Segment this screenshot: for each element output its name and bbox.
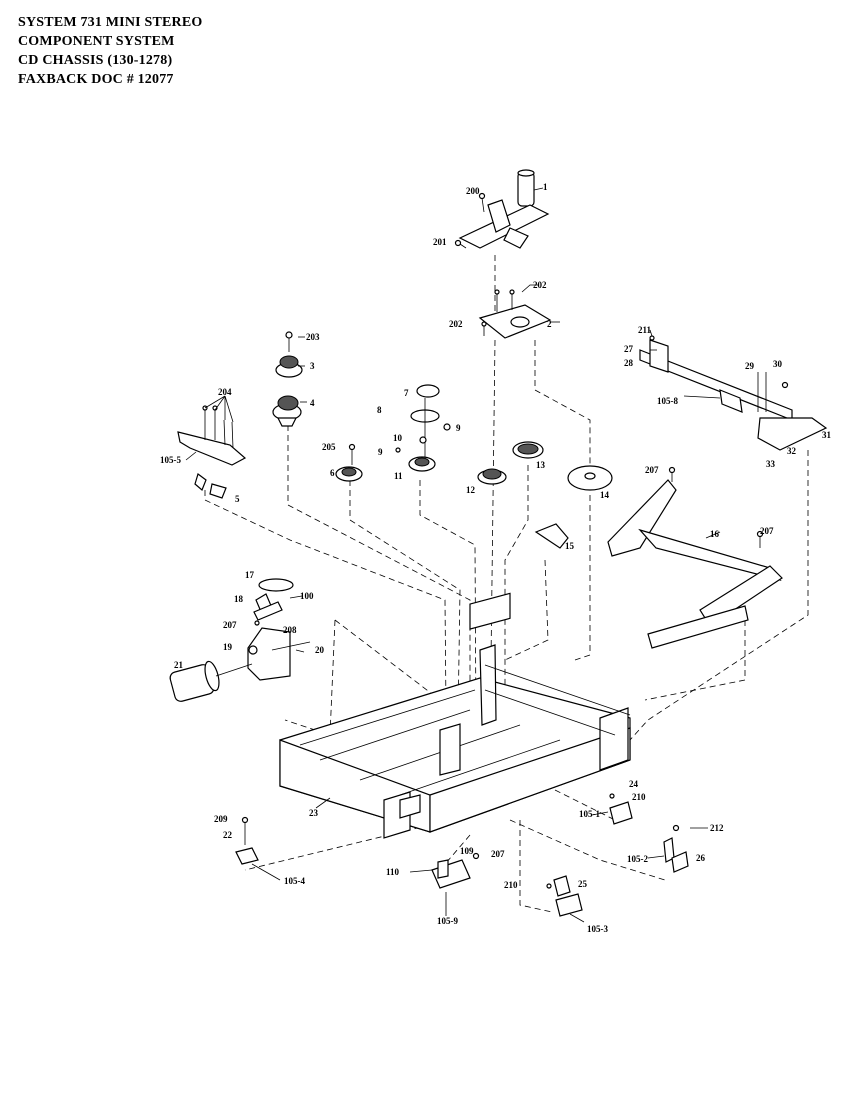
label-212: 212 bbox=[710, 823, 724, 833]
label-13: 13 bbox=[536, 460, 546, 470]
label-11: 11 bbox=[394, 471, 403, 481]
label-4: 4 bbox=[310, 398, 315, 408]
label-202-lower: 202 bbox=[449, 319, 463, 329]
label-23: 23 bbox=[309, 808, 319, 818]
label-30: 30 bbox=[773, 359, 783, 369]
label-7: 7 bbox=[404, 388, 409, 398]
label-18: 18 bbox=[234, 594, 244, 604]
label-202-upper: 202 bbox=[533, 280, 547, 290]
label-10: 10 bbox=[393, 433, 403, 443]
label-2: 2 bbox=[547, 319, 552, 329]
label-6: 6 bbox=[330, 468, 335, 478]
label-211: 211 bbox=[638, 325, 652, 335]
label-33: 33 bbox=[766, 459, 776, 469]
label-109: 109 bbox=[460, 846, 474, 856]
label-28: 28 bbox=[624, 358, 634, 368]
label-leaders bbox=[185, 284, 721, 923]
label-105-4: 105-4 bbox=[284, 876, 305, 886]
label-12: 12 bbox=[466, 485, 476, 495]
label-9-left: 9 bbox=[378, 447, 383, 457]
header-title-line-3: CD CHASSIS (130-1278) bbox=[18, 53, 173, 68]
part-105-5-bracket bbox=[177, 395, 247, 499]
sub-boards bbox=[235, 793, 689, 917]
right-slider-assembly bbox=[639, 335, 828, 451]
label-29: 29 bbox=[745, 361, 755, 371]
label-25: 25 bbox=[578, 879, 588, 889]
label-1: 1 bbox=[543, 182, 548, 192]
label-105-8: 105-8 bbox=[657, 396, 678, 406]
label-32: 32 bbox=[787, 446, 797, 456]
label-207-tray: 207 bbox=[645, 465, 659, 475]
header-title-line-4: FAXBACK DOC # 12077 bbox=[18, 72, 174, 87]
label-105-1: 105-1 bbox=[579, 809, 600, 819]
part-1-pickup-arm bbox=[454, 169, 550, 249]
label-207-motor: 207 bbox=[223, 620, 237, 630]
label-27: 27 bbox=[624, 344, 634, 354]
label-200: 200 bbox=[466, 186, 480, 196]
label-20: 20 bbox=[315, 645, 325, 655]
part-23-main-chassis bbox=[279, 592, 631, 839]
label-17: 17 bbox=[245, 570, 255, 580]
label-105-5: 105-5 bbox=[160, 455, 181, 465]
part-2-mount-plate bbox=[478, 289, 552, 339]
label-203: 203 bbox=[306, 332, 320, 342]
disc-gears-12-15 bbox=[477, 441, 613, 549]
label-100: 100 bbox=[300, 591, 314, 601]
label-22: 22 bbox=[223, 830, 233, 840]
label-21: 21 bbox=[174, 660, 184, 670]
label-8: 8 bbox=[377, 405, 382, 415]
header-title-line-1: SYSTEM 731 MINI STEREO bbox=[18, 15, 203, 30]
label-26: 26 bbox=[696, 853, 706, 863]
label-209: 209 bbox=[214, 814, 228, 824]
label-5: 5 bbox=[235, 494, 240, 504]
label-105-2: 105-2 bbox=[627, 854, 648, 864]
label-208: 208 bbox=[283, 625, 297, 635]
label-19: 19 bbox=[223, 642, 233, 652]
header-title-line-2: COMPONENT SYSTEM bbox=[18, 34, 175, 49]
label-207-bottom: 207 bbox=[491, 849, 505, 859]
label-14: 14 bbox=[600, 490, 610, 500]
label-207-tray-right: 207 bbox=[760, 526, 774, 536]
label-24: 24 bbox=[629, 779, 639, 789]
label-31: 31 bbox=[822, 430, 832, 440]
label-205: 205 bbox=[322, 442, 336, 452]
label-9-right: 9 bbox=[456, 423, 461, 433]
label-110: 110 bbox=[386, 867, 400, 877]
motor-assembly bbox=[169, 578, 311, 702]
center-gear-stack bbox=[335, 384, 451, 482]
label-210-right: 210 bbox=[632, 792, 646, 802]
label-3: 3 bbox=[310, 361, 315, 371]
label-15: 15 bbox=[565, 541, 575, 551]
diagram-header: SYSTEM 731 MINI STEREO COMPONENT SYSTEM … bbox=[18, 13, 203, 89]
label-16: 16 bbox=[710, 529, 720, 539]
assembly-guide-lines bbox=[204, 255, 809, 913]
part-16-loading-tray bbox=[607, 466, 783, 649]
label-204: 204 bbox=[218, 387, 232, 397]
label-201: 201 bbox=[433, 237, 447, 247]
label-210-bottom: 210 bbox=[504, 880, 518, 890]
part-number-labels: 1 200 201 202 202 2 203 3 4 204 105-5 5 … bbox=[160, 182, 832, 934]
part-3-4-pulleys bbox=[272, 331, 303, 427]
label-105-3: 105-3 bbox=[587, 924, 608, 934]
label-105-9: 105-9 bbox=[437, 916, 458, 926]
